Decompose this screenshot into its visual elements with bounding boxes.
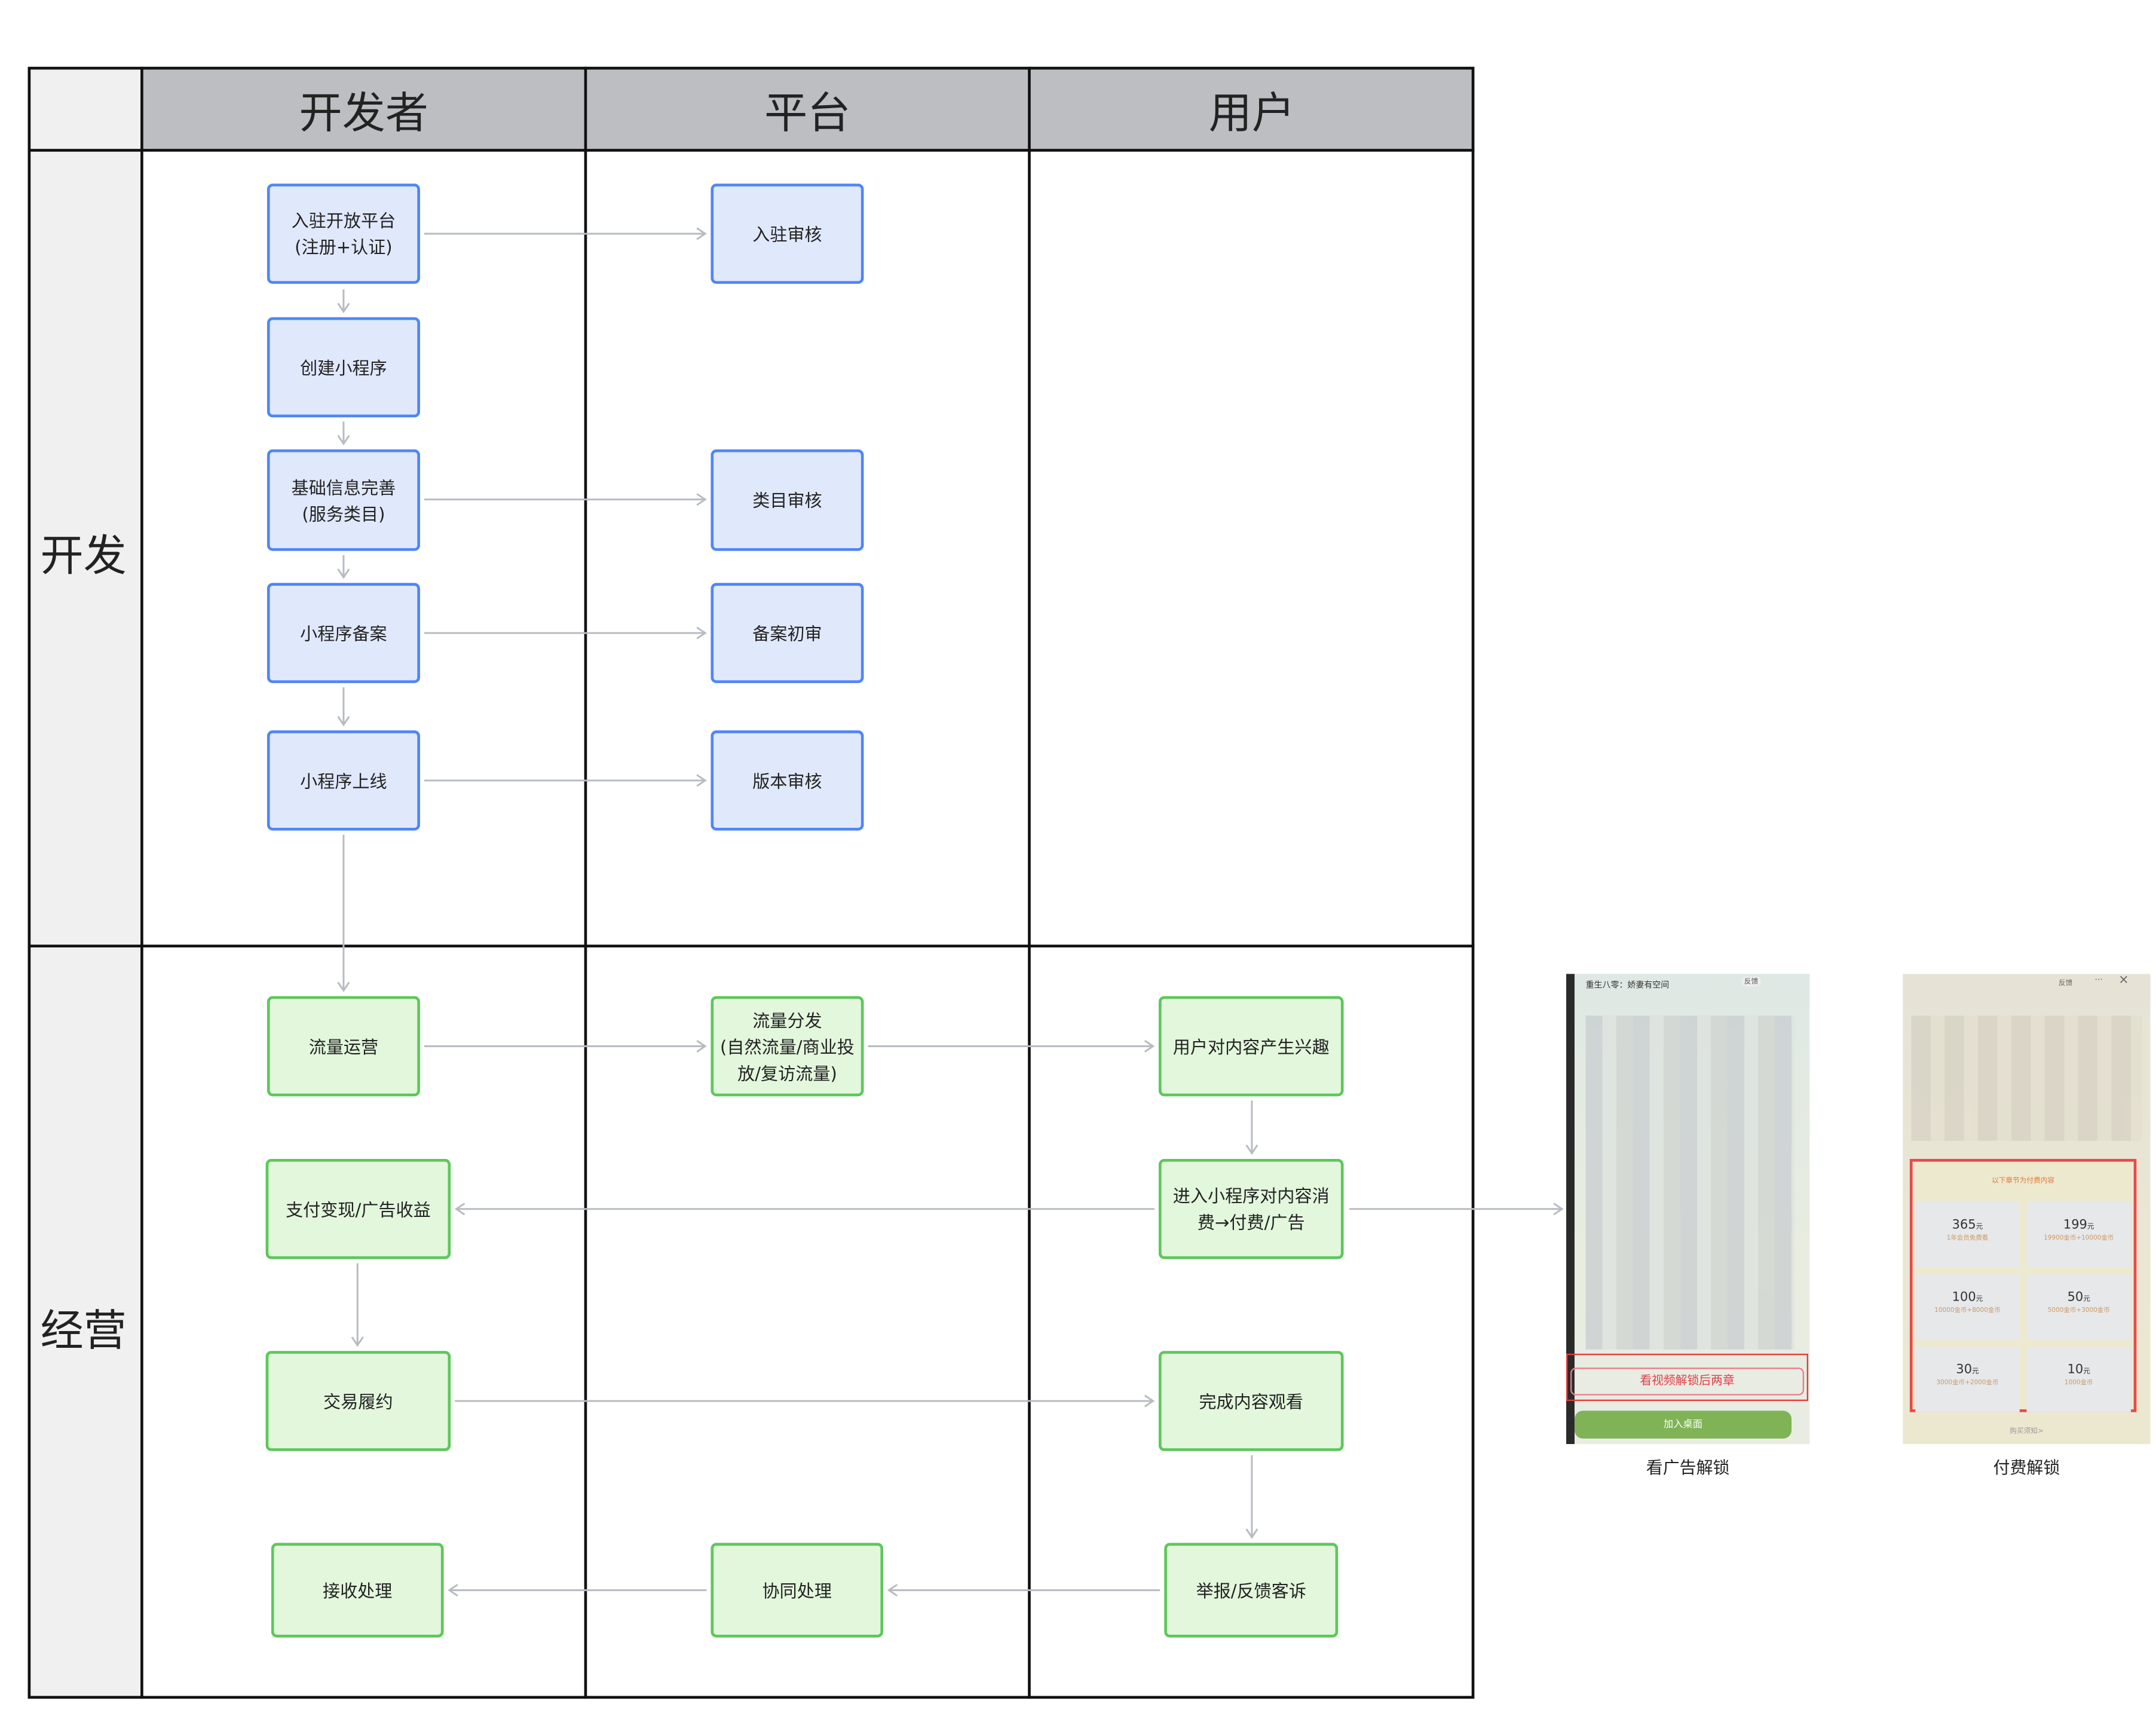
column-header-developer: 开发者 <box>142 66 586 151</box>
pay-feedback: 反馈 <box>2058 979 2073 988</box>
more-icon: ··· <box>2094 975 2103 986</box>
tile-price: 100 <box>1952 1291 1976 1305</box>
step-report: 举报/反馈客诉 <box>1164 1543 1339 1638</box>
tile-price: 199 <box>2063 1219 2087 1233</box>
highlight-frame <box>1566 1353 1809 1401</box>
tile-unit: 元 <box>2087 1223 2094 1232</box>
buy-note-link: 购买须知> <box>2010 1427 2044 1436</box>
step-register-review: 入驻审核 <box>710 183 864 284</box>
price-tile: 100元 10000金币+8000金币 <box>1915 1274 2020 1340</box>
ad-unlock-screenshot: 重生八零：娇妻有空间 反馈 看视频解锁后两章 加入桌面 <box>1566 974 1810 1445</box>
step-receive: 接收处理 <box>271 1543 444 1638</box>
lane-label-ops: 经营 <box>40 1306 127 1357</box>
step-filing-review: 备案初审 <box>710 583 864 683</box>
tile-desc: 3000金币+2000金币 <box>1936 1380 1999 1387</box>
lane-label-column <box>27 150 142 1699</box>
step-basic-info: 基础信息完善 (服务类目) <box>267 449 420 551</box>
step-coop: 协同处理 <box>710 1543 884 1638</box>
tile-desc: 1年会员免费看 <box>1946 1235 1989 1243</box>
step-launch: 小程序上线 <box>267 730 420 831</box>
step-version-review: 版本审核 <box>710 730 864 831</box>
ad-unlock-caption: 看广告解锁 <box>1646 1458 1730 1478</box>
step-consume: 进入小程序对内容消 费→付费/广告 <box>1158 1158 1344 1259</box>
close-icon: × <box>2118 974 2129 988</box>
tile-desc: 10000金币+8000金币 <box>1934 1308 2001 1315</box>
tile-price: 50 <box>2067 1291 2084 1305</box>
tile-desc: 5000金币+3000金币 <box>2047 1308 2110 1315</box>
price-tile: 10元 1000金币 <box>2026 1347 2132 1412</box>
tile-unit: 元 <box>1976 1223 1983 1232</box>
column-header-platform: 平台 <box>585 66 1030 151</box>
tile-desc: 19900金币+10000金币 <box>2044 1235 2114 1243</box>
pixelated-content <box>1585 1015 1794 1350</box>
step-filing: 小程序备案 <box>267 583 420 683</box>
tile-unit: 元 <box>1972 1368 1979 1376</box>
price-tile: 365元 1年会员免费看 <box>1915 1202 2020 1268</box>
column-header-user: 用户 <box>1029 66 1475 151</box>
ad-feedback: 反馈 <box>1741 977 1761 987</box>
step-register-platform: 入驻开放平台 (注册+认证) <box>267 183 420 284</box>
step-monetize: 支付变现/广告收益 <box>265 1158 451 1259</box>
step-watch-done: 完成内容观看 <box>1158 1351 1344 1451</box>
pixelated-content <box>1911 1015 2142 1141</box>
add-desktop-button: 加入桌面 <box>1574 1411 1792 1439</box>
tile-price: 10 <box>2067 1363 2084 1378</box>
price-tile: 199元 19900金币+10000金币 <box>2026 1202 2132 1268</box>
pay-unlock-caption: 付费解锁 <box>1993 1458 2060 1478</box>
step-user-interest: 用户对内容产生兴趣 <box>1158 996 1344 1097</box>
price-tile: 30元 3000金币+2000金币 <box>1915 1347 2020 1412</box>
lane-label-dev: 开发 <box>40 531 127 582</box>
step-traffic-ops: 流量运营 <box>267 996 420 1097</box>
step-fulfill: 交易履约 <box>265 1351 451 1451</box>
unlock-video-button: 看视频解锁后两章 <box>1570 1368 1805 1396</box>
pay-notice: 以下章节为付费内容 <box>1992 1177 2055 1186</box>
tile-unit: 元 <box>2083 1295 2090 1304</box>
step-create-miniprogram: 创建小程序 <box>267 317 420 418</box>
corner-cell <box>27 66 142 151</box>
ad-title: 重生八零：娇妻有空间 <box>1585 981 1670 991</box>
price-tile: 50元 5000金币+3000金币 <box>2026 1274 2132 1340</box>
step-traffic-distribution: 流量分发 (自然流量/商业投 放/复访流量) <box>710 996 864 1097</box>
tile-desc: 1000金币 <box>2064 1380 2093 1387</box>
tile-unit: 元 <box>2083 1368 2090 1376</box>
step-category-review: 类目审核 <box>710 449 864 551</box>
tile-price: 365 <box>1952 1219 1976 1233</box>
tile-price: 30 <box>1956 1363 1973 1378</box>
tile-unit: 元 <box>1976 1295 1983 1304</box>
